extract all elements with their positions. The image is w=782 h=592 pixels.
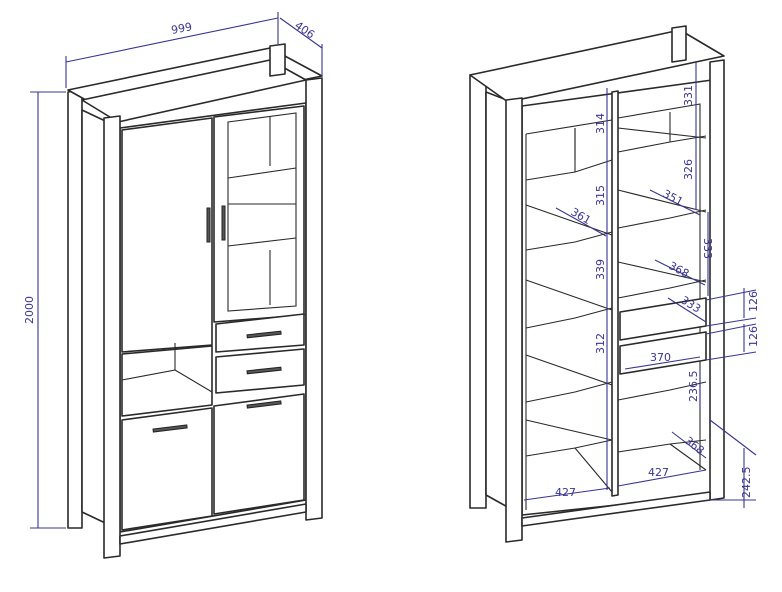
lower-left-door[interactable] [121,407,213,531]
lower-right-door[interactable] [213,393,305,515]
dim-126-upper: 126 [747,291,760,312]
door-handle[interactable] [246,400,282,409]
glass-panel [227,112,297,312]
dim-427-left: 427 [555,486,576,499]
back-left-post [469,72,487,509]
width-label: 999 [170,20,193,37]
depth-label: 406 [292,19,317,42]
dim-331: 331 [682,85,695,106]
dim-126-lower: 126 [747,326,760,347]
door-handle[interactable] [206,207,211,243]
dim-339: 339 [594,259,607,280]
drawer-handle[interactable] [246,366,282,375]
right-cabinet [469,25,725,543]
front-left-post [505,97,523,543]
back-right-post [671,25,687,63]
back-right-post [269,43,286,77]
back-left-post [67,89,83,529]
center-divider [611,90,619,497]
dim-314: 314 [594,113,607,134]
top-slab [469,29,725,103]
upper-left-door [121,117,213,353]
front-right-post [305,77,323,521]
height-label: 2000 [23,296,36,324]
dim-312: 312 [594,333,607,354]
front-right-post [709,59,725,501]
plinth [119,503,307,545]
dim-242-5: 242.5 [740,467,753,499]
left-dimensions: 999 406 2000 [23,12,323,529]
drawer-handle[interactable] [246,330,282,339]
dim-315: 315 [594,185,607,206]
door-handle[interactable] [152,424,188,433]
front-left-post [103,115,121,559]
dim-333-vertical: 333 [701,238,714,259]
left-cabinet [67,43,323,559]
open-niche [121,345,213,417]
left-shelves [525,128,613,493]
dim-236-5: 236.5 [687,371,700,403]
door-handle[interactable] [221,205,226,241]
dim-370: 370 [650,351,671,364]
dim-326: 326 [682,159,695,180]
dim-427-right: 427 [648,466,669,479]
